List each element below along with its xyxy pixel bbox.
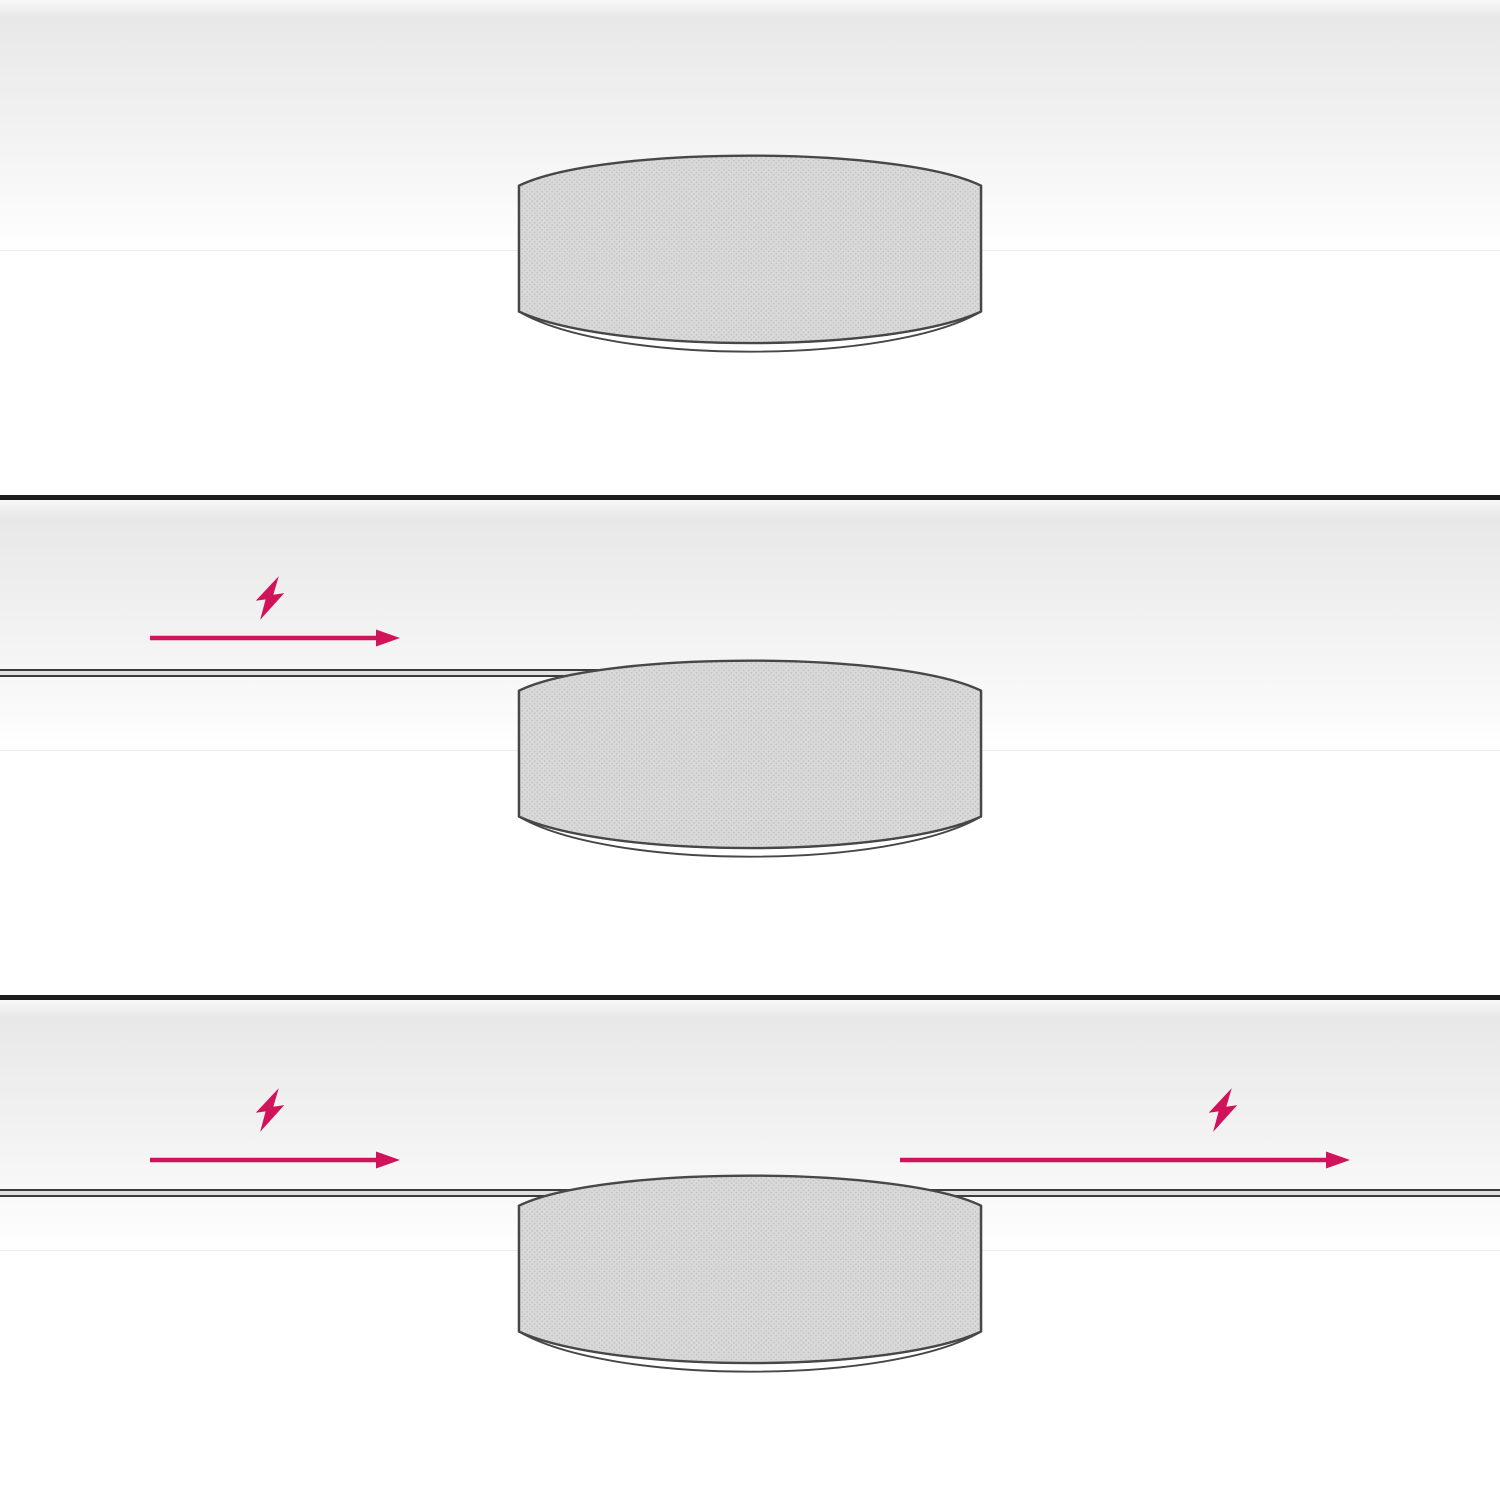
lightning-bolt-icon — [255, 1088, 285, 1132]
panel-divider — [0, 495, 1500, 500]
arrow-head — [376, 629, 400, 647]
panel-lamp-cable-through — [0, 1000, 1500, 1500]
drum-lamp-illustration — [517, 659, 983, 858]
panel-lamp-cable-left — [0, 500, 1500, 995]
power-flow-arrow-left — [150, 629, 400, 647]
lightning-bolt-icon — [255, 576, 285, 620]
drum-lamp-illustration — [517, 1174, 983, 1373]
arrow-head — [1326, 1151, 1350, 1169]
power-flow-arrow-right — [900, 1151, 1350, 1169]
panel-divider — [0, 995, 1500, 1000]
lightning-bolt-icon — [1208, 1088, 1238, 1132]
power-flow-arrow-left — [150, 1151, 400, 1169]
power-cable — [0, 669, 745, 677]
panel-lamp-no-cable — [0, 0, 1500, 495]
drum-lamp-illustration — [517, 154, 983, 353]
arrow-head — [376, 1151, 400, 1169]
